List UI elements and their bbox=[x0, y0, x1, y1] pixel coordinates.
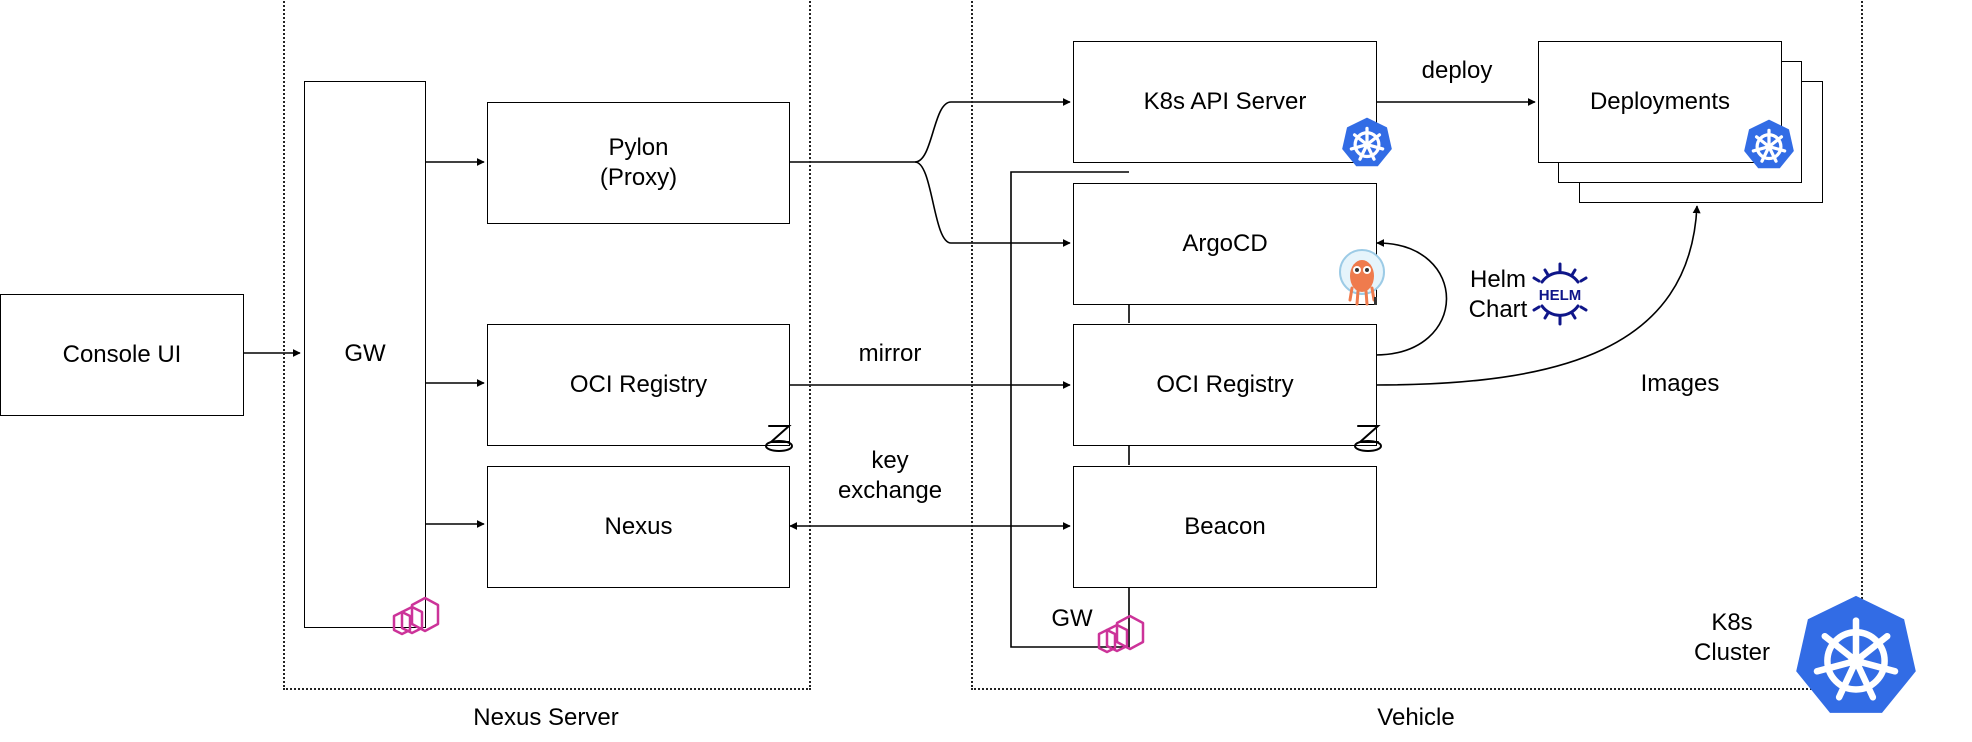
region-label-nexus-server: Nexus Server bbox=[473, 704, 619, 731]
envoy-icon bbox=[1097, 614, 1145, 654]
edge-helm-chart bbox=[1374, 239, 1448, 356]
node-deployments[interactable] bbox=[1538, 41, 1782, 163]
kubernetes-icon bbox=[1342, 117, 1392, 167]
region-nexus-server bbox=[283, 0, 811, 690]
cluster-label: K8s Cluster bbox=[1693, 609, 1771, 666]
node-nexus-label: Nexus bbox=[604, 513, 673, 540]
node-k8s-api-server-label: K8s API Server bbox=[1143, 88, 1307, 115]
edge-pylon-argocd bbox=[914, 161, 1071, 247]
node-nexus-oci-registry[interactable] bbox=[487, 324, 790, 446]
node-console-ui[interactable] bbox=[0, 294, 244, 416]
region-label-vehicle: Vehicle bbox=[1377, 704, 1455, 731]
helm-icon: HELM bbox=[1532, 262, 1588, 326]
node-nexus-gw-label: GW bbox=[344, 340, 386, 367]
helm-logo-text: HELM bbox=[1539, 287, 1582, 304]
kubernetes-icon bbox=[1744, 119, 1794, 169]
node-pylon[interactable] bbox=[487, 102, 790, 224]
edge-images bbox=[1374, 205, 1701, 386]
node-argocd[interactable] bbox=[1073, 183, 1377, 305]
node-vehicle-oci-registry-label: OCI Registry bbox=[1156, 371, 1294, 398]
node-beacon-label: Beacon bbox=[1184, 513, 1266, 540]
edge-label-key-exchange: key exchange bbox=[837, 447, 943, 504]
edge-label-helm-chart: Helm Chart bbox=[1468, 266, 1528, 323]
argo-icon bbox=[1339, 249, 1385, 306]
node-argocd-label: ArgoCD bbox=[1182, 230, 1268, 257]
zot-registry-icon bbox=[1354, 425, 1382, 452]
edge-label-mirror: mirror bbox=[858, 340, 922, 367]
edge-label-deploy: deploy bbox=[1421, 57, 1493, 84]
node-k8s-api-server[interactable] bbox=[1073, 41, 1377, 163]
zot-registry-icon bbox=[765, 425, 793, 452]
node-deployments-label: Deployments bbox=[1589, 88, 1731, 115]
node-vehicle-oci-registry[interactable] bbox=[1073, 324, 1377, 446]
node-nexus[interactable] bbox=[487, 466, 790, 588]
node-vehicle-gw-label: GW bbox=[1051, 605, 1093, 632]
node-nexus-gw[interactable] bbox=[304, 81, 426, 628]
node-pylon-label: Pylon (Proxy) bbox=[599, 134, 678, 191]
vehicle-gw-line bbox=[1010, 171, 1130, 648]
node-beacon[interactable] bbox=[1073, 466, 1377, 588]
kubernetes-icon bbox=[1796, 595, 1916, 713]
region-vehicle bbox=[971, 0, 1863, 690]
envoy-icon bbox=[392, 596, 440, 636]
node-nexus-oci-registry-label: OCI Registry bbox=[569, 371, 708, 398]
edge-label-images: Images bbox=[1640, 370, 1720, 397]
node-console-ui-label: Console UI bbox=[62, 341, 182, 368]
